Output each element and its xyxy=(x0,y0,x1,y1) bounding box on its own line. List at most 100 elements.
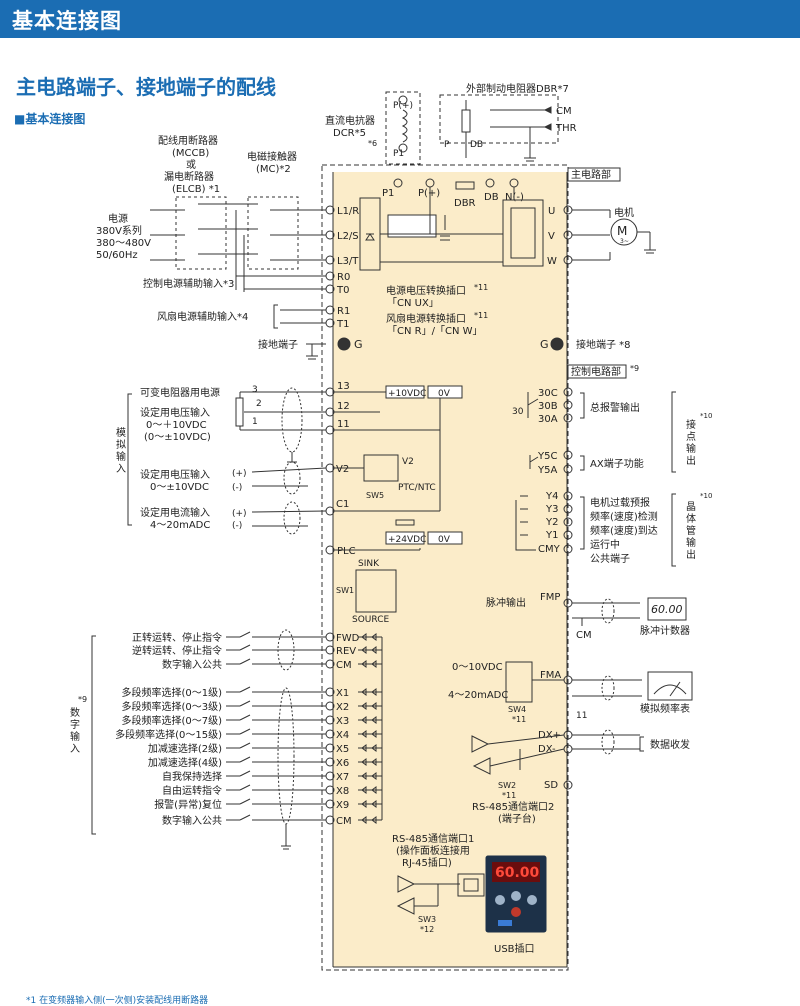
tr-group-4: 输 xyxy=(686,536,696,549)
ground-right-icon xyxy=(550,337,564,351)
term-r1: R1 xyxy=(337,306,350,317)
digital-input-terminal xyxy=(325,743,335,753)
digital-input-terminal xyxy=(325,632,335,642)
term-t1: T1 xyxy=(336,319,349,330)
fan-cn: 「CN R」/「CN W」 xyxy=(387,325,483,337)
term-v: V xyxy=(548,231,555,242)
pulse-label: 脉冲输出 xyxy=(486,596,526,609)
data-label: 数据收发 xyxy=(650,738,690,751)
digital-input-label: 逆转运转、停止指令 xyxy=(132,644,222,657)
tr-label-3: 频率(速度)到达 xyxy=(590,524,658,537)
c1-plus: (+) xyxy=(232,509,247,519)
digital-input-label: 多段频率选择(0～3级) xyxy=(121,700,222,713)
tr-group-2: 体 xyxy=(686,513,696,525)
fan-note: 风扇电源转换插口 xyxy=(386,312,466,325)
digital-input-label: 自我保持选择 xyxy=(162,770,222,783)
dcr-label-3: *6 xyxy=(368,139,377,148)
digital-input-optocoupler xyxy=(358,730,382,738)
tr-label-2: 频率(速度)检测 xyxy=(590,510,658,523)
digital-input-optocoupler xyxy=(358,633,382,641)
digital-input-optocoupler xyxy=(358,660,382,668)
contactor-label-2: (MC)*2 xyxy=(256,164,291,175)
sw2-note: *11 xyxy=(502,791,516,800)
voltage-note: 电源电压转换插口 xyxy=(386,284,466,297)
digital-group-note: *9 xyxy=(78,695,87,704)
digital-input-label: 数字输入公共 xyxy=(162,814,222,827)
digital-input-label: 多段频率选择(0～15级) xyxy=(115,728,222,741)
relay-group-3: 输 xyxy=(686,442,696,455)
fan-note-sup: *11 xyxy=(474,311,488,320)
digital-input-contact xyxy=(239,714,326,721)
analog-group-3: 输 xyxy=(116,450,126,463)
digital-terminal-label: X4 xyxy=(336,730,349,741)
term-u: U xyxy=(548,206,555,217)
digital-terminal-label: CM xyxy=(336,660,352,671)
pulse-counter xyxy=(647,597,687,621)
breaker-box xyxy=(175,196,227,270)
voltage-cn: 「CN UX」 xyxy=(387,297,439,309)
digital-input-contact xyxy=(239,658,326,665)
analog-meter xyxy=(647,671,693,701)
port1-label-2: (操作面板连接用 xyxy=(396,844,470,857)
inverter-outline xyxy=(321,164,569,971)
tr-label-4: 运行中 xyxy=(590,538,620,551)
digital-input-contact xyxy=(239,644,326,651)
source-label: SOURCE xyxy=(352,615,389,625)
digital-group-1: 数 xyxy=(70,706,80,719)
c1-in-label: 设定用电流输入 xyxy=(140,506,210,519)
digital-terminal-label: FWD xyxy=(336,633,360,644)
term-r0: R0 xyxy=(337,272,350,283)
digital-input-optocoupler xyxy=(358,772,382,780)
keypad-button-right[interactable] xyxy=(527,895,537,905)
term-dx-plus: DX+ xyxy=(538,730,561,741)
digital-input-contact xyxy=(239,686,326,693)
keypad-button-left[interactable] xyxy=(495,895,505,905)
term-y4: Y4 xyxy=(545,491,558,502)
sw4-label: SW4 xyxy=(508,705,526,714)
control-circuit-label: 控制电路部 xyxy=(571,365,621,378)
zero-v-label: 0V xyxy=(438,389,451,399)
breaker-label-4: 漏电断路器 xyxy=(164,170,214,183)
keypad-usb[interactable] xyxy=(498,920,512,926)
tr-label-5: 公共端子 xyxy=(590,552,630,565)
term-fmp: FMP xyxy=(540,592,560,603)
term-30a: 30A xyxy=(538,414,558,425)
term-sd: SD xyxy=(544,780,558,791)
v2-in-label: 设定用电压输入 xyxy=(140,468,210,481)
digital-input-contact xyxy=(239,798,326,805)
keypad-button-stop[interactable] xyxy=(511,907,521,917)
digital-terminal-label: X5 xyxy=(336,744,349,755)
v2-in-range: 0～±10VDC xyxy=(150,482,209,493)
digital-input-contact xyxy=(239,770,326,777)
pot-pin-3: 3 xyxy=(252,385,258,395)
fan-aux-label: 风扇电源辅助输入*4 xyxy=(157,310,248,323)
tr-group-3: 管 xyxy=(686,524,696,537)
digital-input-terminal xyxy=(325,715,335,725)
term-y3: Y3 xyxy=(545,504,558,515)
tr-label-1: 电机过载预报 xyxy=(590,496,650,509)
relay-group-2: 点 xyxy=(686,431,696,443)
pulse-cm: CM xyxy=(576,630,592,641)
relay-terminals xyxy=(563,387,573,474)
digital-input-terminal xyxy=(325,645,335,655)
digital-input-terminal xyxy=(325,757,335,767)
analog-wires xyxy=(239,391,326,463)
v10-label: +10VDC xyxy=(388,389,426,399)
section-subtitle: ■基本连接图 xyxy=(14,112,86,126)
dcr-label-2: DCR*5 xyxy=(333,128,366,139)
term-pplus: P(+) xyxy=(418,188,440,199)
breaker-label-3: 或 xyxy=(186,159,196,171)
digital-input-terminal xyxy=(325,659,335,669)
power-label-3: 380～480V xyxy=(96,238,151,249)
term-y2: Y2 xyxy=(545,517,558,528)
analog-group-4: 入 xyxy=(116,464,126,475)
pulse-counter-label: 脉冲计数器 xyxy=(640,624,690,637)
tr-group-note: *10 xyxy=(700,492,712,500)
term-fma: FMA xyxy=(540,670,561,681)
term-cmy: CMY xyxy=(538,544,561,555)
digital-terminal-label: REV xyxy=(336,646,356,657)
digital-terminal-label: X8 xyxy=(336,786,349,797)
keypad-button-run[interactable] xyxy=(511,891,521,901)
sw1-switch xyxy=(355,569,397,613)
